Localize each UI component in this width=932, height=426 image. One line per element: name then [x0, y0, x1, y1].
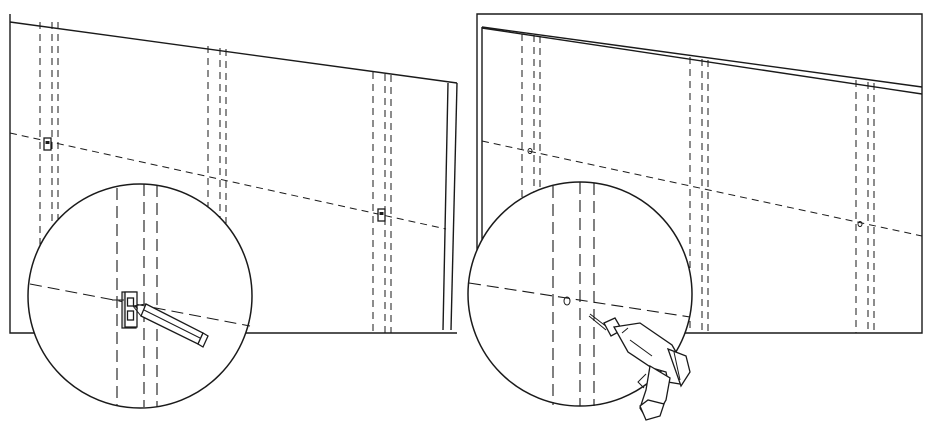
left-cabinet-top-edge	[9, 21, 458, 84]
left-stud-lines	[39, 22, 392, 333]
bracket-zoom-icon	[112, 291, 138, 329]
drill-icon	[588, 313, 691, 421]
right-magnifier-circle	[467, 181, 693, 421]
left-cabinet-side	[442, 82, 449, 331]
bracket-icon	[43, 137, 386, 222]
left-magnifier-circle	[27, 183, 253, 409]
left-panel	[9, 14, 458, 409]
right-panel	[467, 13, 923, 421]
hole-marks	[527, 148, 863, 227]
pencil-icon	[132, 303, 209, 348]
left-wall-outline	[9, 14, 457, 334]
right-level-line	[481, 140, 923, 237]
left-level-line	[9, 132, 447, 230]
right-wall-outline	[476, 13, 923, 334]
right-cabinet-top-edge	[481, 26, 923, 88]
hole-zoom-icon	[563, 296, 571, 306]
